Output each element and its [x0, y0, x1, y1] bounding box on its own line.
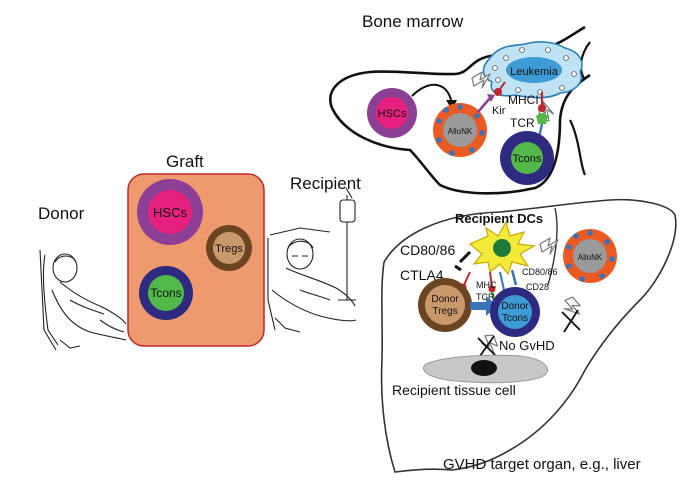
- donor-sketch: [39, 249, 127, 351]
- donor-label: Donor: [38, 204, 85, 223]
- recipient-label: Recipient: [290, 174, 361, 193]
- bone-marrow-label: Bone marrow: [362, 12, 464, 31]
- tcons-graft-label: Tcons: [150, 286, 181, 300]
- recipient-sketch: [267, 187, 357, 333]
- cd80-86-label-right: CD80/86: [522, 267, 558, 277]
- differentiation-arrow: [411, 83, 453, 107]
- tcr-liver-label: TCR: [476, 292, 495, 302]
- tregs-graft-label: Tregs: [215, 243, 243, 255]
- cd28-label: CD28: [526, 282, 549, 292]
- recipient-tissue-cell: [423, 354, 548, 384]
- block-cross-icon: [477, 335, 497, 357]
- donor-tcons-label-1: Donor: [501, 301, 529, 312]
- mhc-label: MHC: [476, 280, 497, 290]
- donor-tregs-label-1: Donor: [431, 294, 459, 305]
- allonk-bone-marrow-label: AlloNK: [448, 127, 473, 136]
- blocked-bolt-icon: [562, 295, 583, 318]
- leukemia-label: Leukemia: [510, 66, 559, 78]
- donor-tcons-label-2: Tcons: [502, 313, 528, 324]
- hscs-graft: HSCs: [137, 179, 203, 245]
- allonk-liver-label: AlloNK: [578, 253, 603, 262]
- ctla4-label: CTLA4: [400, 267, 444, 283]
- bone-marrow-outline-bottom: [330, 73, 591, 195]
- recipient-dc: [468, 220, 536, 276]
- tissue-cell-label: Recipient tissue cell: [392, 382, 516, 398]
- gvhd-organ-label: GVHD target organ, e.g., liver: [443, 456, 641, 473]
- tcons-graft: Tcons: [139, 266, 193, 320]
- tcons-bone-marrow: Tcons: [500, 131, 554, 185]
- tcr-label: TCR: [510, 116, 535, 130]
- leukemia-cell: Leukemia: [482, 41, 583, 99]
- donor-tcons: Donor Tcons: [490, 287, 540, 337]
- no-gvhd-label: No GvHD: [499, 338, 555, 353]
- tcons-bone-marrow-label: Tcons: [513, 153, 542, 165]
- hscs-bone-marrow-label: HSCs: [378, 108, 407, 120]
- block-cross-icon: [561, 309, 581, 333]
- kir-label: Kir: [492, 105, 506, 117]
- hscs-graft-label: HSCs: [153, 205, 187, 220]
- allonk-bone-marrow: AlloNK: [433, 103, 487, 157]
- liver-outline: [380, 198, 677, 473]
- cd80-86-label-left: CD80/86: [400, 242, 455, 258]
- donor-tregs-label-2: Tregs: [432, 306, 457, 317]
- mhci-label: MHCI: [508, 93, 539, 107]
- allonk-liver: AlloNK: [563, 229, 617, 283]
- recipient-dcs-label: Recipient DCs: [455, 211, 543, 226]
- tregs-graft: Tregs: [206, 225, 252, 271]
- donor-tregs: Donor Tregs: [418, 278, 472, 332]
- hscs-bone-marrow: HSCs: [367, 88, 417, 138]
- graft-label: Graft: [166, 152, 204, 171]
